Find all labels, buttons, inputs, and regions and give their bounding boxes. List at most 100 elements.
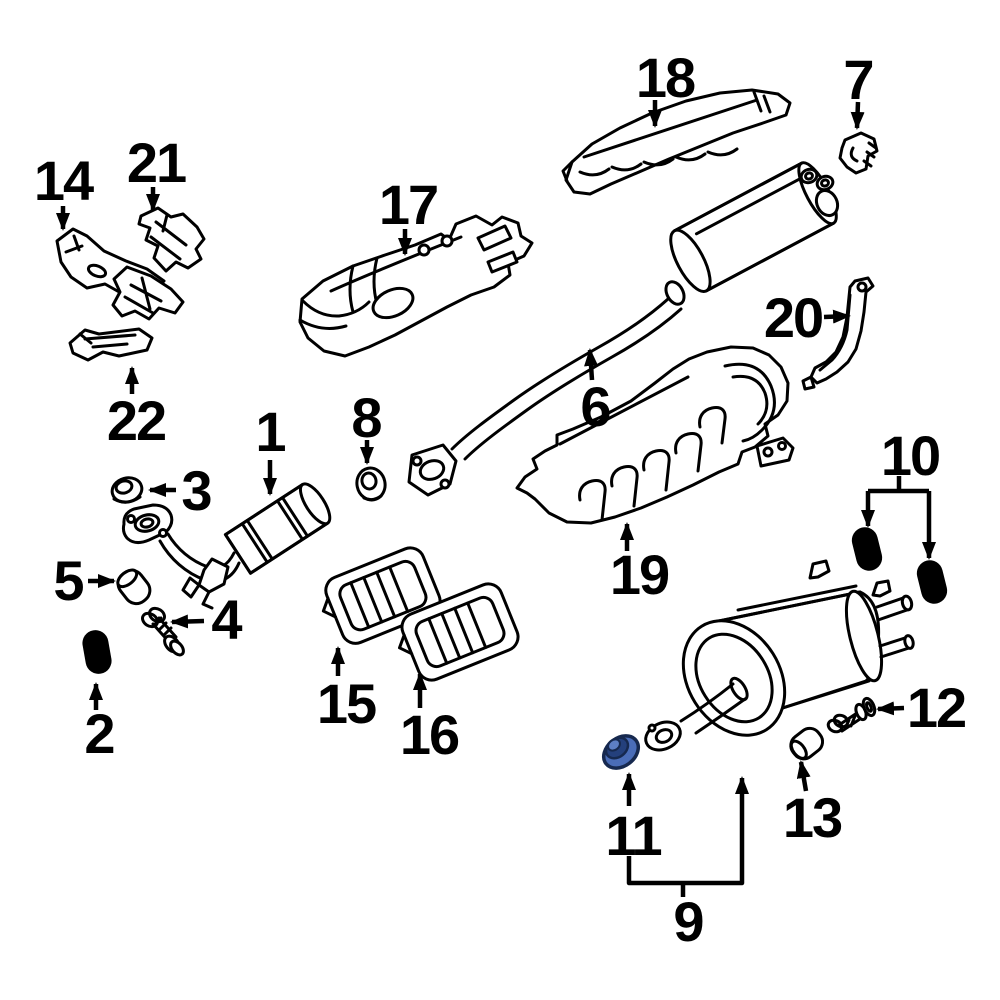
callout-16[interactable]: 16 <box>400 672 461 766</box>
callout-12[interactable]: 12 <box>876 676 967 739</box>
muffler-body-edges[interactable] <box>712 590 871 714</box>
callout-2-label[interactable]: 2 <box>84 702 115 765</box>
callout-18[interactable]: 18 <box>636 46 697 128</box>
callout-5[interactable]: 5 <box>53 549 116 612</box>
callout-7-label[interactable]: 7 <box>843 48 874 111</box>
callout-8-label[interactable]: 8 <box>351 386 383 449</box>
flange-bolt-hole <box>762 446 774 458</box>
callout-8[interactable]: 8 <box>351 386 383 465</box>
flange-port-inner <box>139 517 155 529</box>
callout-17-label[interactable]: 17 <box>379 173 439 236</box>
converter-end-cap <box>298 482 332 526</box>
callout-5-label[interactable]: 5 <box>53 549 85 612</box>
callout-11[interactable]: 11 <box>605 772 663 867</box>
callout-15-label[interactable]: 15 <box>317 672 378 735</box>
callout-17[interactable]: 17 <box>379 173 439 256</box>
callout-9-bracket <box>626 776 749 886</box>
callout-16-label[interactable]: 16 <box>400 703 461 766</box>
flange-bolt-hole <box>777 441 787 451</box>
part-bolt-4-drawing[interactable] <box>140 606 186 658</box>
callout-9[interactable]: 9 <box>626 776 749 953</box>
callout-14-label[interactable]: 14 <box>34 149 96 212</box>
callout-12-label[interactable]: 12 <box>907 676 967 739</box>
callout-19[interactable]: 19 <box>610 522 671 606</box>
tailpipe-end <box>900 594 914 612</box>
callout-6[interactable]: 6 <box>580 348 612 438</box>
part-heat-shield-17-drawing[interactable] <box>298 214 534 358</box>
detail-lines <box>123 276 163 315</box>
part-sleeve-5-drawing[interactable] <box>113 566 154 609</box>
callout-6-label[interactable]: 6 <box>580 375 612 438</box>
gasket-8-hole <box>360 471 378 491</box>
callout-7[interactable]: 7 <box>843 48 875 130</box>
detail-lines <box>849 141 878 168</box>
cover-16-inner <box>414 595 506 669</box>
shield-19-outline[interactable] <box>515 345 790 525</box>
resonator-outlet-bulge <box>814 188 840 218</box>
resonator-front-cap <box>669 228 712 293</box>
converter-body[interactable] <box>223 482 330 575</box>
callout-10-label[interactable]: 10 <box>881 424 941 487</box>
callout-11-label[interactable]: 11 <box>605 804 663 867</box>
shield-19-rib-slots <box>578 406 727 522</box>
callout-21[interactable]: 21 <box>127 131 188 212</box>
detail-lines <box>736 584 858 612</box>
callout-4-label[interactable]: 4 <box>211 588 244 651</box>
part-gasket-11-highlighted-drawing[interactable] <box>597 729 644 774</box>
part-gasket-8-drawing[interactable] <box>354 465 388 502</box>
callout-19-label[interactable]: 19 <box>610 543 671 606</box>
callout-13[interactable]: 13 <box>783 760 844 849</box>
pipe-ring <box>799 167 819 185</box>
callout-3[interactable]: 3 <box>148 459 213 522</box>
callout-1-label[interactable]: 1 <box>255 400 287 463</box>
part-heat-shield-21-drawing[interactable] <box>137 206 206 273</box>
resonator-body-edges <box>672 161 836 293</box>
shield-21-outline[interactable] <box>137 206 206 273</box>
pipe-6-tube[interactable] <box>450 297 683 461</box>
part-mount-bracket-7-drawing[interactable] <box>838 131 879 175</box>
flange-bolt-hole <box>439 478 451 490</box>
part-heat-shield-14-drawing[interactable] <box>55 227 185 321</box>
callout-20[interactable]: 20 <box>764 286 851 349</box>
callout-22-label[interactable]: 22 <box>107 389 167 452</box>
part-heat-shield-22-drawing[interactable] <box>68 327 154 362</box>
callout-22[interactable]: 22 <box>107 366 167 452</box>
part-front-pipe-1-drawing[interactable] <box>121 480 335 610</box>
part-converter-cover-16-drawing[interactable] <box>389 580 522 688</box>
part-heat-shield-19-drawing[interactable] <box>515 345 795 525</box>
callout-21-label[interactable]: 21 <box>127 131 188 194</box>
callout-20-label[interactable]: 20 <box>764 286 824 349</box>
part-hanger-rubber-10a-drawing[interactable] <box>849 524 885 574</box>
part-hanger-rubber-2-drawing[interactable] <box>80 628 114 676</box>
part-rear-muffler-9-drawing[interactable] <box>641 559 915 755</box>
callout-2[interactable]: 2 <box>84 682 116 765</box>
part-tube-13-drawing[interactable] <box>786 724 827 763</box>
part-bolt-12-drawing[interactable] <box>826 696 877 734</box>
callout-10[interactable]: 10 <box>861 424 941 560</box>
part-hanger-rubber-10b-drawing[interactable] <box>914 557 950 607</box>
callout-14[interactable]: 14 <box>34 149 96 231</box>
tube-13-opening <box>789 739 808 760</box>
bolt-4-shaft[interactable] <box>151 616 178 645</box>
callout-1[interactable]: 1 <box>255 400 287 496</box>
stay-20-foot <box>801 375 816 391</box>
pipe-ring-hole <box>820 178 830 188</box>
callout-18-label[interactable]: 18 <box>636 46 697 109</box>
callout-3-label[interactable]: 3 <box>181 459 213 522</box>
callout-7-arrow <box>850 101 865 130</box>
callout-15[interactable]: 15 <box>317 646 378 735</box>
bolt-4-spring <box>148 606 166 624</box>
part-exhaust-pipe-6-drawing[interactable] <box>407 158 843 497</box>
part-grommet-3-drawing[interactable] <box>109 475 144 506</box>
callout-13-label[interactable]: 13 <box>783 786 844 849</box>
callout-4[interactable]: 4 <box>170 588 244 651</box>
pipe-6-flange-hole <box>418 459 446 481</box>
bolt-12-shaft[interactable] <box>837 709 865 733</box>
muffler-inlet-flange-hole <box>654 728 674 744</box>
bolt-4-head <box>169 639 185 657</box>
callout-9-label[interactable]: 9 <box>673 890 705 953</box>
muffler-inlet-pipe <box>679 682 747 735</box>
detail-lines <box>362 494 383 502</box>
callout-6-arrow <box>584 348 599 381</box>
part-converter-cover-15-drawing[interactable] <box>313 544 444 651</box>
